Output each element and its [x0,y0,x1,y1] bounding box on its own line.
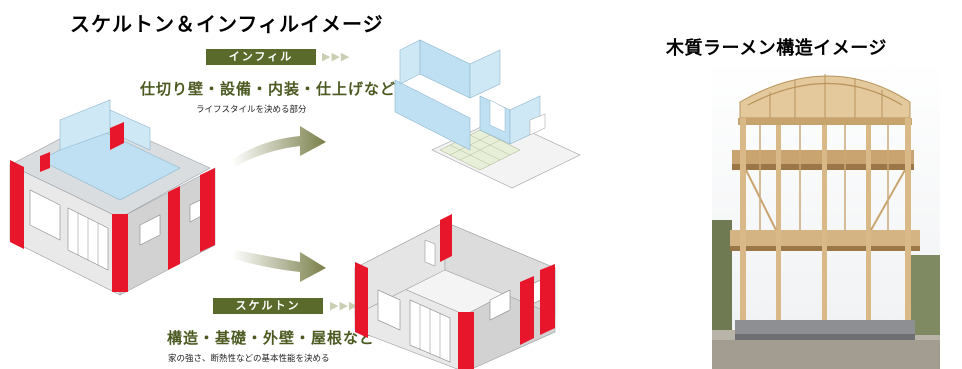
full-house-illustration [9,99,216,296]
skeleton-caption: 家の強さ、断熱性などの基本性能を決める [168,354,330,364]
skeleton-illustration [354,214,556,369]
arrow-to-skeleton-icon [232,250,326,282]
arrow-to-infill-icon [232,126,326,166]
wooden-rahmen-title: 木質ラーメン構造イメージ [666,38,887,59]
infill-heading: 仕切り壁・設備・内装・仕上げなど [140,80,397,98]
infill-illustration [394,39,581,189]
skeleton-infill-title: スケルトン＆インフィルイメージ [70,12,384,36]
skeleton-tag: スケルトン [213,298,323,314]
wooden-frame-photo [712,60,940,369]
infill-tag: インフィル [206,49,316,65]
skeleton-heading: 構造・基礎・外壁・屋根など [167,329,376,347]
infill-caption: ライフスタイルを決める部分 [196,105,307,115]
skeleton-arrows-icon: ▶▶▶ [330,299,359,312]
infill-arrows-icon: ▶▶▶ [322,50,351,63]
